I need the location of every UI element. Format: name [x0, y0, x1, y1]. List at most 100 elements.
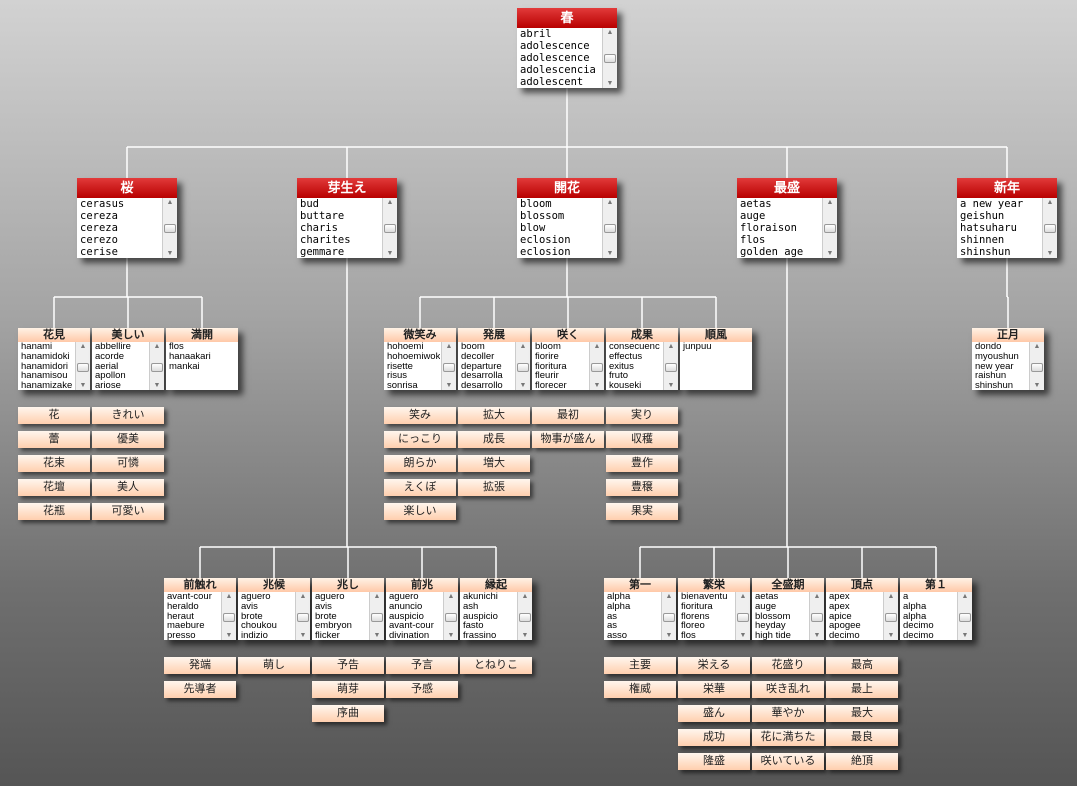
list-item[interactable]: auspicio [389, 611, 424, 622]
list-item[interactable]: fioritura [681, 601, 713, 612]
scroll-thumb[interactable] [811, 613, 823, 623]
keyword-tag[interactable]: 拡張 [458, 479, 530, 496]
keyword-tag[interactable]: にっこり [384, 431, 456, 448]
list-item[interactable]: anuncio [389, 601, 423, 612]
list-item[interactable]: bud [300, 198, 319, 210]
list-item[interactable]: choukou [241, 621, 277, 632]
scroll-down-arrow-icon[interactable]: ▼ [445, 382, 453, 389]
scroll-thumb[interactable] [604, 54, 616, 64]
scrollbar[interactable]: ▲▼ [602, 28, 617, 88]
scroll-up-arrow-icon[interactable]: ▲ [153, 343, 161, 350]
scrollbar[interactable]: ▲▼ [515, 342, 530, 390]
list-item[interactable]: divination [389, 631, 430, 640]
scroll-up-arrow-icon[interactable]: ▲ [1033, 343, 1041, 350]
scrollbar[interactable]: ▲▼ [162, 198, 177, 258]
list-item[interactable]: apogee [829, 621, 861, 632]
list-item[interactable]: golden age [740, 246, 804, 258]
list-item[interactable]: fiorire [535, 351, 559, 362]
keyword-tag[interactable]: 最大 [826, 705, 898, 722]
list-item[interactable]: fasto [463, 621, 484, 632]
list-item[interactable]: aguero [241, 592, 271, 602]
scroll-up-arrow-icon[interactable]: ▲ [521, 593, 529, 600]
scrollbar[interactable]: ▲▼ [1029, 342, 1044, 390]
list-item[interactable]: consecuenc [609, 342, 660, 352]
list-item[interactable]: desarrollo [461, 381, 503, 390]
scroll-thumb[interactable] [665, 363, 677, 373]
scroll-up-arrow-icon[interactable]: ▲ [386, 199, 394, 206]
list-item[interactable]: blow [520, 222, 546, 234]
list-item[interactable]: charis [300, 222, 338, 234]
scrollbar[interactable]: ▲▼ [663, 342, 678, 390]
scroll-up-arrow-icon[interactable]: ▲ [961, 593, 969, 600]
scroll-thumb[interactable] [959, 613, 971, 623]
keyword-tag[interactable]: 優美 [92, 431, 164, 448]
keyword-tag[interactable]: 楽しい [384, 503, 456, 520]
scrollbar[interactable]: ▲▼ [517, 592, 532, 640]
list-item[interactable]: high tide [755, 631, 791, 640]
list-item[interactable]: dondo [975, 342, 1002, 352]
list-item[interactable]: hanaakari [169, 351, 211, 362]
scroll-thumb[interactable] [824, 224, 836, 234]
keyword-tag[interactable]: 花壇 [18, 479, 90, 496]
scrollbar[interactable]: ▲▼ [822, 198, 837, 258]
keyword-tag[interactable]: 増大 [458, 455, 530, 472]
list-item[interactable]: a new year [960, 198, 1024, 210]
list-item[interactable]: apollon [95, 371, 126, 382]
list-item[interactable]: fioritura [535, 361, 567, 372]
scroll-up-arrow-icon[interactable]: ▲ [887, 593, 895, 600]
keyword-tag[interactable]: 最初 [532, 407, 604, 424]
list-item[interactable]: cereza [80, 222, 118, 234]
scroll-down-arrow-icon[interactable]: ▼ [447, 632, 455, 639]
scroll-up-arrow-icon[interactable]: ▲ [519, 343, 527, 350]
scroll-down-arrow-icon[interactable]: ▼ [1046, 250, 1054, 257]
list-item[interactable]: bienaventu [681, 592, 728, 602]
scroll-down-arrow-icon[interactable]: ▼ [373, 632, 381, 639]
scroll-thumb[interactable] [1031, 363, 1043, 373]
list-item[interactable]: blossom [755, 611, 791, 622]
scroll-up-arrow-icon[interactable]: ▲ [447, 593, 455, 600]
list-item[interactable]: florecer [535, 381, 567, 390]
list-item[interactable]: floreo [681, 621, 705, 632]
scroll-up-arrow-icon[interactable]: ▲ [606, 29, 614, 36]
scroll-down-arrow-icon[interactable]: ▼ [593, 382, 601, 389]
list-item[interactable]: aerial [95, 361, 119, 372]
keyword-tag[interactable]: 収穫 [606, 431, 678, 448]
keyword-tag[interactable]: 最高 [826, 657, 898, 674]
keyword-tag[interactable]: 序曲 [312, 705, 384, 722]
scroll-up-arrow-icon[interactable]: ▲ [373, 593, 381, 600]
keyword-tag[interactable]: とねりこ [460, 657, 532, 674]
scrollbar[interactable]: ▲▼ [957, 592, 972, 640]
list-item[interactable]: embryon [315, 621, 352, 632]
keyword-tag[interactable]: 栄える [678, 657, 750, 674]
keyword-tag[interactable]: 最上 [826, 681, 898, 698]
list-item[interactable]: shinnen [960, 234, 1005, 246]
list-item[interactable]: exitus [609, 361, 634, 372]
keyword-tag[interactable]: 果実 [606, 503, 678, 520]
list-item[interactable]: departure [461, 361, 502, 372]
list-item[interactable]: acorde [95, 351, 125, 362]
list-item[interactable]: cereza [80, 210, 118, 222]
list-item[interactable]: maebure [167, 621, 205, 632]
scroll-up-arrow-icon[interactable]: ▲ [826, 199, 834, 206]
scroll-up-arrow-icon[interactable]: ▲ [739, 593, 747, 600]
scroll-thumb[interactable] [371, 613, 383, 623]
keyword-tag[interactable]: 花に満ちた [752, 729, 824, 746]
scroll-thumb[interactable] [737, 613, 749, 623]
scroll-down-arrow-icon[interactable]: ▼ [521, 632, 529, 639]
keyword-tag[interactable]: 主要 [604, 657, 676, 674]
scrollbar[interactable]: ▲▼ [809, 592, 824, 640]
list-item[interactable]: frassino [463, 631, 497, 640]
scroll-up-arrow-icon[interactable]: ▲ [606, 199, 614, 206]
list-item[interactable]: charites [300, 234, 351, 246]
list-item[interactable]: indizio [241, 631, 268, 640]
list-item[interactable]: flos [681, 631, 696, 640]
scroll-down-arrow-icon[interactable]: ▼ [813, 632, 821, 639]
scroll-down-arrow-icon[interactable]: ▼ [79, 382, 87, 389]
